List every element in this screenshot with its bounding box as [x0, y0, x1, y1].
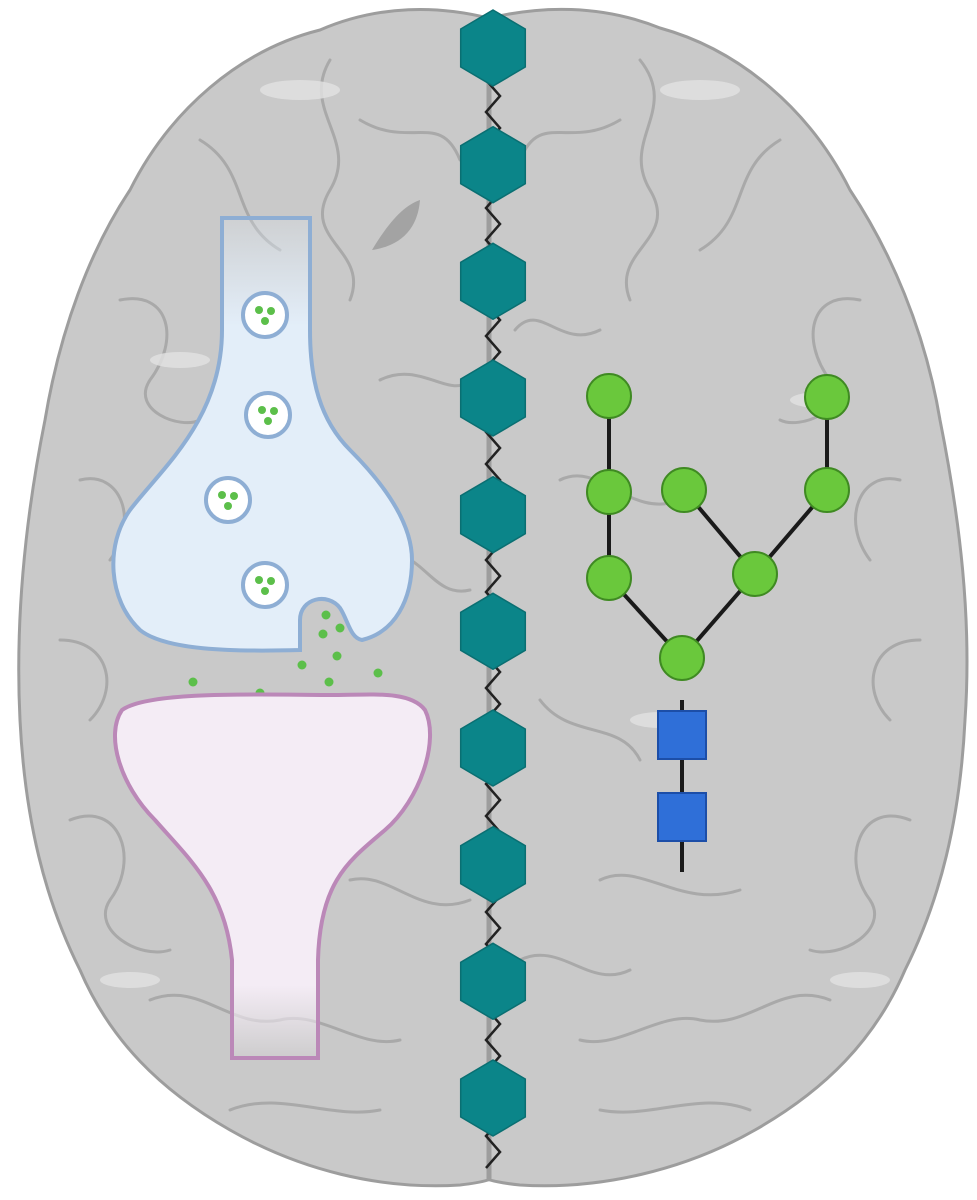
right-hemisphere: [488, 7, 969, 1188]
vesicle-group: [204, 291, 292, 609]
galactose-circle-icon: [804, 467, 850, 513]
hexagon-icon: [459, 242, 527, 321]
neurotransmitter-icon: [261, 317, 269, 325]
postsynaptic-terminal: [113, 692, 432, 1060]
galactose-circle-icon: [659, 635, 705, 681]
neurotransmitter-icon: [324, 677, 334, 687]
neurotransmitter-icon: [261, 587, 269, 595]
synapse-icon: [111, 216, 432, 1060]
gyrus-fold: [518, 953, 632, 977]
hexagon-icon: [459, 825, 527, 904]
neurotransmitter-icon: [230, 492, 238, 500]
gyrus-fold: [358, 118, 462, 162]
glycan-tree-icon: [586, 373, 850, 872]
gyrus-fold: [518, 118, 622, 162]
hexagon-icon: [459, 125, 527, 204]
gyrus-fold: [58, 638, 109, 722]
gyrus-fold: [538, 698, 642, 762]
gyrus-fold: [118, 297, 202, 425]
gyrus-fold: [698, 138, 782, 252]
galactose-circle-icon: [586, 555, 632, 601]
highlight: [830, 972, 890, 988]
galactose-circle-icon: [586, 373, 632, 419]
synaptic-vesicle-icon: [241, 561, 289, 609]
hexagon-icon: [459, 709, 527, 787]
gyrus-fold: [348, 877, 472, 907]
gyrus-fold: [513, 318, 602, 337]
gyrus-fold: [319, 58, 356, 302]
highlight: [260, 80, 340, 100]
neurotransmitter-icon: [267, 577, 275, 585]
glcnac-square-icon: [657, 792, 707, 842]
galactose-circle-icon: [732, 551, 778, 597]
hexagon-icon: [459, 942, 527, 1021]
gyrus-fold: [854, 477, 902, 562]
glcnac-square-icon: [657, 710, 707, 760]
highlight: [100, 972, 160, 988]
neurotransmitter-icon: [255, 576, 263, 584]
neurotransmitter-icon: [335, 623, 345, 633]
hexagon-icon: [459, 592, 527, 671]
neurotransmitter-icon: [188, 677, 198, 687]
gyrus-fold: [598, 1101, 752, 1114]
neurotransmitter-icon: [258, 406, 266, 414]
gyrus-fold: [624, 58, 659, 302]
gyrus-fold: [871, 638, 922, 722]
galactose-circle-icon: [804, 374, 850, 420]
gyrus-fold: [598, 873, 742, 897]
galactose-circle-icon: [661, 467, 707, 513]
gyrus-fold: [578, 993, 832, 1044]
sulcus-shadow: [372, 200, 420, 250]
neurotransmitter-icon: [297, 660, 307, 670]
neurotransmitter-icon: [224, 502, 232, 510]
synaptic-vesicle-icon: [204, 476, 252, 524]
gyrus-fold: [228, 1101, 382, 1114]
synaptic-vesicle-icon: [244, 391, 292, 439]
neurotransmitter-icon: [332, 651, 342, 661]
gyrus-fold: [808, 814, 912, 954]
hexagon-chain-icon: [459, 9, 527, 1169]
gyrus-fold: [68, 814, 172, 954]
neurotransmitter-icon: [318, 629, 328, 639]
neurotransmitter-icon: [218, 491, 226, 499]
neurotransmitter-icon: [321, 610, 331, 620]
highlight: [150, 352, 210, 368]
neurotransmitter-icon: [264, 417, 272, 425]
neurotransmitter-icon: [255, 306, 263, 314]
hexagon-icon: [459, 1059, 527, 1137]
synaptic-vesicle-icon: [241, 291, 289, 339]
brain-outline-icon: [17, 7, 969, 1188]
highlight: [660, 80, 740, 100]
galactose-circle-icon: [586, 469, 632, 515]
hexagon-icon: [459, 475, 527, 554]
neurotransmitter-icon: [270, 407, 278, 415]
hexagon-icon: [459, 359, 527, 437]
neurotransmitter-icon: [267, 307, 275, 315]
neurotransmitter-icon: [373, 668, 383, 678]
hexagon-icon: [459, 9, 527, 87]
